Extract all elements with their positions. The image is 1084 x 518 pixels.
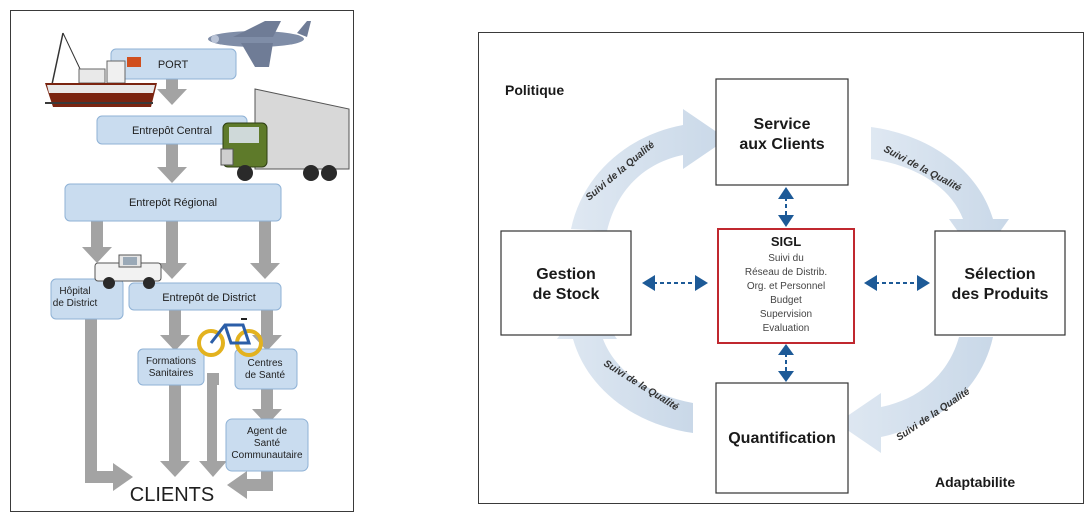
flow-arrows xyxy=(82,73,282,499)
sigl-item-5: Supervision xyxy=(760,309,812,320)
service-label-1: Service xyxy=(754,116,811,133)
bicycle-icon xyxy=(197,318,263,357)
health-centres-label-2: de Santé xyxy=(245,370,285,381)
clients-label: CLIENTS xyxy=(130,484,214,506)
sigl-item-2: Réseau de Distrib. xyxy=(745,267,827,278)
health-facilities-label-2: Sanitaires xyxy=(149,368,193,379)
district-warehouse-label: Entrepôt de District xyxy=(162,292,256,304)
flow-boxes xyxy=(50,48,309,472)
service-label-2: aux Clients xyxy=(739,136,824,153)
connector-left xyxy=(642,275,708,291)
cycle-boxes xyxy=(500,78,1066,494)
politique-label: Politique xyxy=(505,82,564,98)
quantification-label: Quantification xyxy=(728,430,836,447)
connector-right xyxy=(864,275,930,291)
truck-icon xyxy=(220,88,350,181)
sigl-title: SIGL xyxy=(771,234,801,249)
airplane-icon xyxy=(208,21,311,67)
connector-top xyxy=(778,187,794,227)
central-warehouse-label: Entrepôt Central xyxy=(132,125,212,137)
selection-label-1: Sélection xyxy=(964,266,1035,283)
sigl-item-3: Org. et Personnel xyxy=(747,281,825,292)
supply-chain-diagram: PORT Entrepôt Central Entrepôt Régional … xyxy=(10,10,354,512)
district-hospital-label-1: Hôpital xyxy=(59,286,90,297)
gestion-label-1: Gestion xyxy=(536,266,596,283)
ship-icon xyxy=(45,32,157,107)
sigl-item-4: Budget xyxy=(770,295,802,306)
connector-bottom xyxy=(778,344,794,382)
health-facilities-label-1: Formations xyxy=(146,356,196,367)
community-agent-label-1: Agent de xyxy=(247,426,287,437)
sigl-item-1: Suivi du xyxy=(768,253,804,264)
adaptabilite-label: Adaptabilite xyxy=(935,474,1015,490)
logistics-cycle-diagram: Suivi de la Qualité Suivi de la Qualité … xyxy=(478,32,1084,504)
community-agent-label-2: Santé xyxy=(254,438,281,449)
health-centres-label-1: Centres xyxy=(247,358,282,369)
supply-chain-svg: PORT Entrepôt Central Entrepôt Régional … xyxy=(45,21,350,506)
port-label: PORT xyxy=(158,59,189,71)
gestion-label-2: de Stock xyxy=(533,286,600,303)
district-hospital-label-2: de District xyxy=(53,298,98,309)
sigl-item-6: Evaluation xyxy=(763,323,810,334)
pickup-truck-icon xyxy=(94,254,162,289)
logistics-cycle-svg: Suivi de la Qualité Suivi de la Qualité … xyxy=(500,78,1066,494)
community-agent-label-3: Communautaire xyxy=(231,450,303,461)
selection-label-2: des Produits xyxy=(952,286,1049,303)
sigl-box xyxy=(717,228,855,344)
regional-warehouse-label: Entrepôt Régional xyxy=(129,197,217,209)
